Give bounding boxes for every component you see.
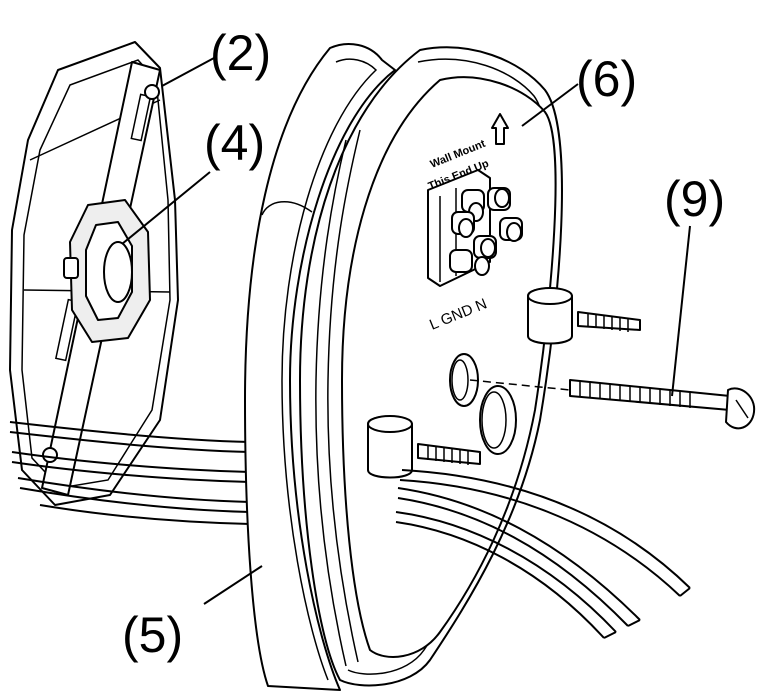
cable-opening xyxy=(479,385,517,455)
standoff-lower xyxy=(367,415,481,479)
callout-5: (5) xyxy=(122,565,263,663)
up-arrow-icon xyxy=(491,113,509,145)
alignment-dashed-line xyxy=(469,379,571,391)
callout-5-label: (5) xyxy=(122,607,183,663)
callout-4-label: (4) xyxy=(204,115,265,171)
cable-bundle-front xyxy=(395,469,691,639)
screw-hole-small xyxy=(449,353,479,407)
callout-9: (9) xyxy=(664,171,725,397)
gasket-ring xyxy=(244,43,396,691)
callout-2: (2) xyxy=(161,25,271,87)
callout-2-label: (2) xyxy=(210,25,271,81)
cable-bundle-rear xyxy=(9,421,251,525)
long-screw xyxy=(569,379,756,430)
callout-9-label: (9) xyxy=(664,171,725,227)
terminal-block xyxy=(427,169,523,287)
standoff-upper xyxy=(527,287,641,345)
callout-6-label: (6) xyxy=(576,51,637,107)
callout-6: (6) xyxy=(521,51,637,127)
callout-4: (4) xyxy=(121,115,265,245)
hex-adapter xyxy=(63,199,151,343)
